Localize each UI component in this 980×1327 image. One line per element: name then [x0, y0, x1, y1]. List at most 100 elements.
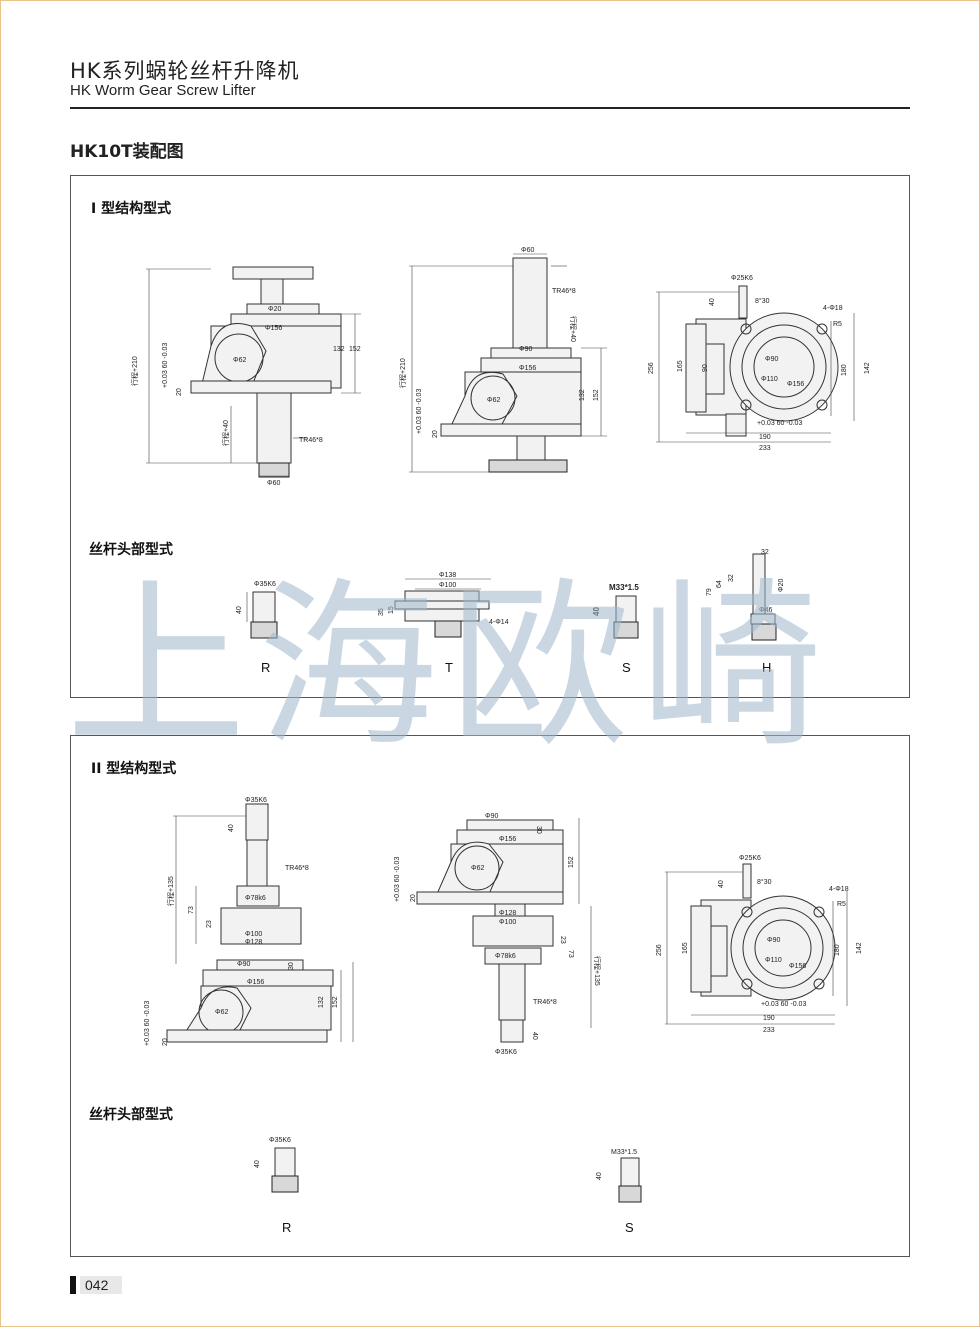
dim: 79 [706, 588, 713, 596]
dim: Φ90 [767, 937, 780, 944]
type-1-drawings: Φ20 Φ156 Φ62 132 152 行程+210 +0.03 60 -0.… [130, 247, 871, 641]
dim: 40 [592, 607, 601, 616]
dim: 256 [648, 362, 655, 374]
head-caption-r: R [282, 1220, 292, 1235]
dim: Φ78k6 [495, 953, 516, 960]
dim: Φ25K6 [731, 275, 753, 282]
dim: 40 [718, 880, 725, 888]
dim: 30 [535, 826, 542, 834]
dim: Φ60 [521, 247, 534, 254]
head-caption-r: R [261, 660, 271, 675]
dim: 32 [761, 549, 769, 556]
dim: Φ138 [439, 572, 456, 579]
dim: 行程+210 [398, 358, 407, 388]
dim: 行程+40 [569, 316, 578, 342]
dim: 40 [596, 1172, 603, 1180]
type-2-dims-b: Φ90 30 Φ156 Φ62 152 +0.03 60 -0.03 20 Φ1… [394, 813, 602, 1056]
type-2-dims-top: Φ25K6 8°30 4-Φ18 R5 40 256 165 Φ90 Φ110 … [656, 855, 863, 1034]
dim: Φ110 [761, 376, 778, 383]
head-caption-h: H [762, 660, 772, 675]
dim: 40 [254, 1160, 261, 1168]
dim: M33*1.5 [609, 583, 639, 592]
dim: Φ25K6 [739, 855, 761, 862]
dim: 142 [864, 362, 871, 374]
dim: 23 [206, 920, 213, 928]
dim: 20 [410, 894, 417, 902]
type-2-head-s: M33*1.5 40 [596, 1149, 642, 1203]
dim: Φ35K6 [495, 1049, 517, 1056]
type-1-dims-a: Φ20 Φ156 Φ62 132 152 行程+210 +0.03 60 -0.… [130, 306, 361, 487]
dim: Φ110 [765, 957, 782, 964]
dim: M33*1.5 [611, 1149, 637, 1156]
page-title-en: HK Worm Gear Screw Lifter [70, 82, 256, 99]
dim: 180 [841, 364, 848, 376]
dim: 152 [568, 856, 575, 868]
dim: Φ62 [471, 865, 484, 872]
dim: 165 [677, 360, 684, 372]
dim: Φ35K6 [245, 797, 267, 804]
dim: Φ62 [233, 357, 246, 364]
dim: Φ156 [789, 963, 806, 970]
dim: TR46*8 [299, 437, 323, 444]
dim: Φ35K6 [269, 1137, 291, 1144]
dim: Φ156 [499, 836, 516, 843]
dim: +0.03 60 -0.03 [162, 343, 169, 388]
dim: Φ20 [268, 306, 281, 313]
dim: Φ100 [245, 931, 262, 938]
dim: Φ100 [439, 582, 456, 589]
dim: 132 [579, 389, 586, 401]
dim: 73 [567, 950, 574, 958]
type-1-dims-top: Φ25K6 8°30 4-Φ18 R5 40 256 165 90 Φ90 Φ1… [648, 275, 871, 452]
head-caption-t: T [445, 660, 453, 675]
dim: 8°30 [755, 297, 770, 305]
dim: 233 [763, 1027, 775, 1034]
dim: +0.03 60 -0.03 [416, 389, 423, 434]
type-2-front-view-a [166, 803, 354, 1043]
type-1-front-view-a [146, 266, 361, 478]
dim: 20 [176, 388, 183, 396]
dim: Φ35K6 [254, 581, 276, 588]
dim: TR46*8 [533, 999, 557, 1006]
type-2-drawings: Φ35K6 40 TR46*8 行程+135 73 23 Φ78k6 Φ100 … [144, 797, 863, 1203]
dim: 40 [236, 606, 243, 614]
type-1-top-view [656, 285, 855, 443]
dim: Φ90 [519, 346, 532, 353]
dim: R5 [833, 321, 842, 328]
dim: 4-Φ18 [823, 305, 843, 312]
dim: 4-Φ18 [829, 886, 849, 893]
type-2-panel: II 型结构型式 丝杆头部型式 Φ35K6 40 TR46*8 行程+135 7… [70, 735, 910, 1257]
header-rule [70, 107, 910, 109]
dim: 73 [188, 906, 195, 914]
dim: R5 [837, 901, 846, 908]
type-2-dims-a: Φ35K6 40 TR46*8 行程+135 73 23 Φ78k6 Φ100 … [144, 797, 339, 1046]
type-1-front-view-b [409, 253, 607, 473]
dim: Φ156 [265, 325, 282, 332]
dim: 190 [759, 434, 771, 441]
dim: 35 [378, 608, 385, 616]
dim: 142 [856, 942, 863, 954]
type-1-label: I 型结构型式 [91, 201, 172, 217]
dim: 132 [318, 996, 325, 1008]
dim: 行程+135 [593, 956, 602, 986]
dim: Φ90 [485, 813, 498, 820]
dim: Φ156 [519, 365, 536, 372]
dim: +0.03 60 -0.03 [761, 1001, 806, 1008]
type-2-label: II 型结构型式 [91, 761, 177, 777]
page-number-bar [70, 1276, 76, 1294]
dim: Φ156 [787, 381, 804, 388]
type-1-head-r: Φ35K6 40 [236, 581, 278, 639]
type-1-head-h: 32 79 64 32 Φ20 Φ46 [706, 549, 785, 641]
dim: 30 [288, 962, 295, 970]
dim: 152 [332, 996, 339, 1008]
dim: 20 [432, 430, 439, 438]
type-1-panel: I 型结构型式 丝杆头部型式 Φ20 Φ156 [70, 175, 910, 698]
dim: 152 [349, 346, 361, 353]
dim: Φ78k6 [245, 895, 266, 902]
dim: 90 [702, 364, 709, 372]
dim: Φ90 [237, 961, 250, 968]
page-title-cn: HK系列蜗轮丝杆升降机 [70, 59, 300, 83]
page-number: 042 [80, 1276, 122, 1294]
dim: Φ100 [499, 919, 516, 926]
dim: 64 [716, 580, 723, 588]
dim: 40 [531, 1032, 538, 1040]
